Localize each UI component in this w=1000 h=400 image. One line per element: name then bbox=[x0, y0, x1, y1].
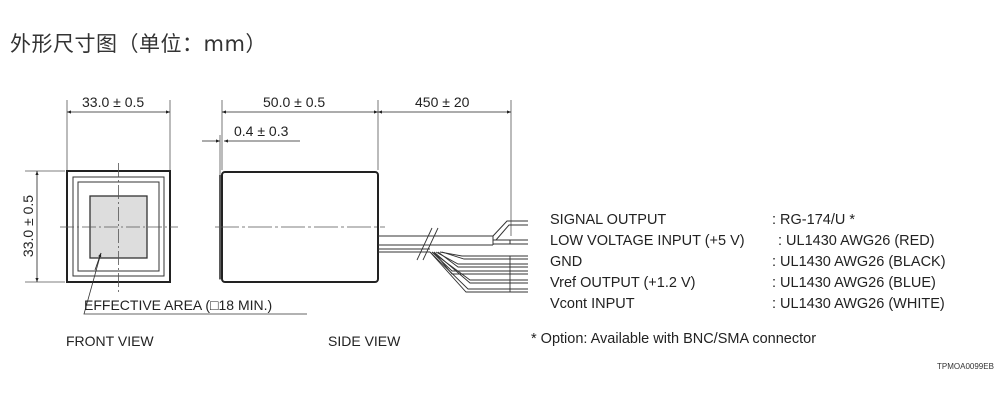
length-dimension: 50.0 ± 0.5 bbox=[263, 94, 326, 110]
pin-name: LOW VOLTAGE INPUT (+5 V) bbox=[550, 233, 745, 249]
front-view-label: FRONT VIEW bbox=[66, 333, 154, 349]
pin-spec: : UL1430 AWG26 (BLUE) bbox=[772, 275, 936, 291]
effective-area-label: EFFECTIVE AREA (□18 MIN.) bbox=[84, 297, 273, 313]
front-width-dimension: 33.0 ± 0.5 bbox=[82, 94, 145, 110]
front-height-dimension: 33.0 ± 0.5 bbox=[20, 194, 36, 258]
effective-area-leader bbox=[83, 252, 307, 315]
side-view-drawing bbox=[202, 100, 528, 293]
pin-name: Vref OUTPUT (+1.2 V) bbox=[550, 275, 696, 291]
option-note: * Option: Available with BNC/SMA connect… bbox=[531, 331, 817, 347]
side-view-label: SIDE VIEW bbox=[328, 333, 401, 349]
cable-length-dimension: 450 ± 20 bbox=[415, 94, 470, 110]
pin-name: Vcont INPUT bbox=[550, 296, 635, 312]
pin-spec: : RG-174/U * bbox=[772, 212, 855, 228]
pin-spec: : UL1430 AWG26 (BLACK) bbox=[772, 254, 946, 270]
wire-bundle bbox=[429, 251, 528, 293]
pin-spec: : UL1430 AWG26 (WHITE) bbox=[772, 296, 945, 312]
drawing-code: TPMOA0099EB bbox=[937, 362, 994, 371]
front-view-drawing bbox=[25, 100, 307, 315]
pin-name: GND bbox=[550, 254, 583, 270]
page-title: 外形尺寸图（单位：mm） bbox=[10, 32, 267, 56]
offset-dimension: 0.4 ± 0.3 bbox=[234, 123, 289, 139]
pin-spec: : UL1430 AWG26 (RED) bbox=[778, 233, 935, 249]
pin-name: SIGNAL OUTPUT bbox=[550, 212, 667, 228]
